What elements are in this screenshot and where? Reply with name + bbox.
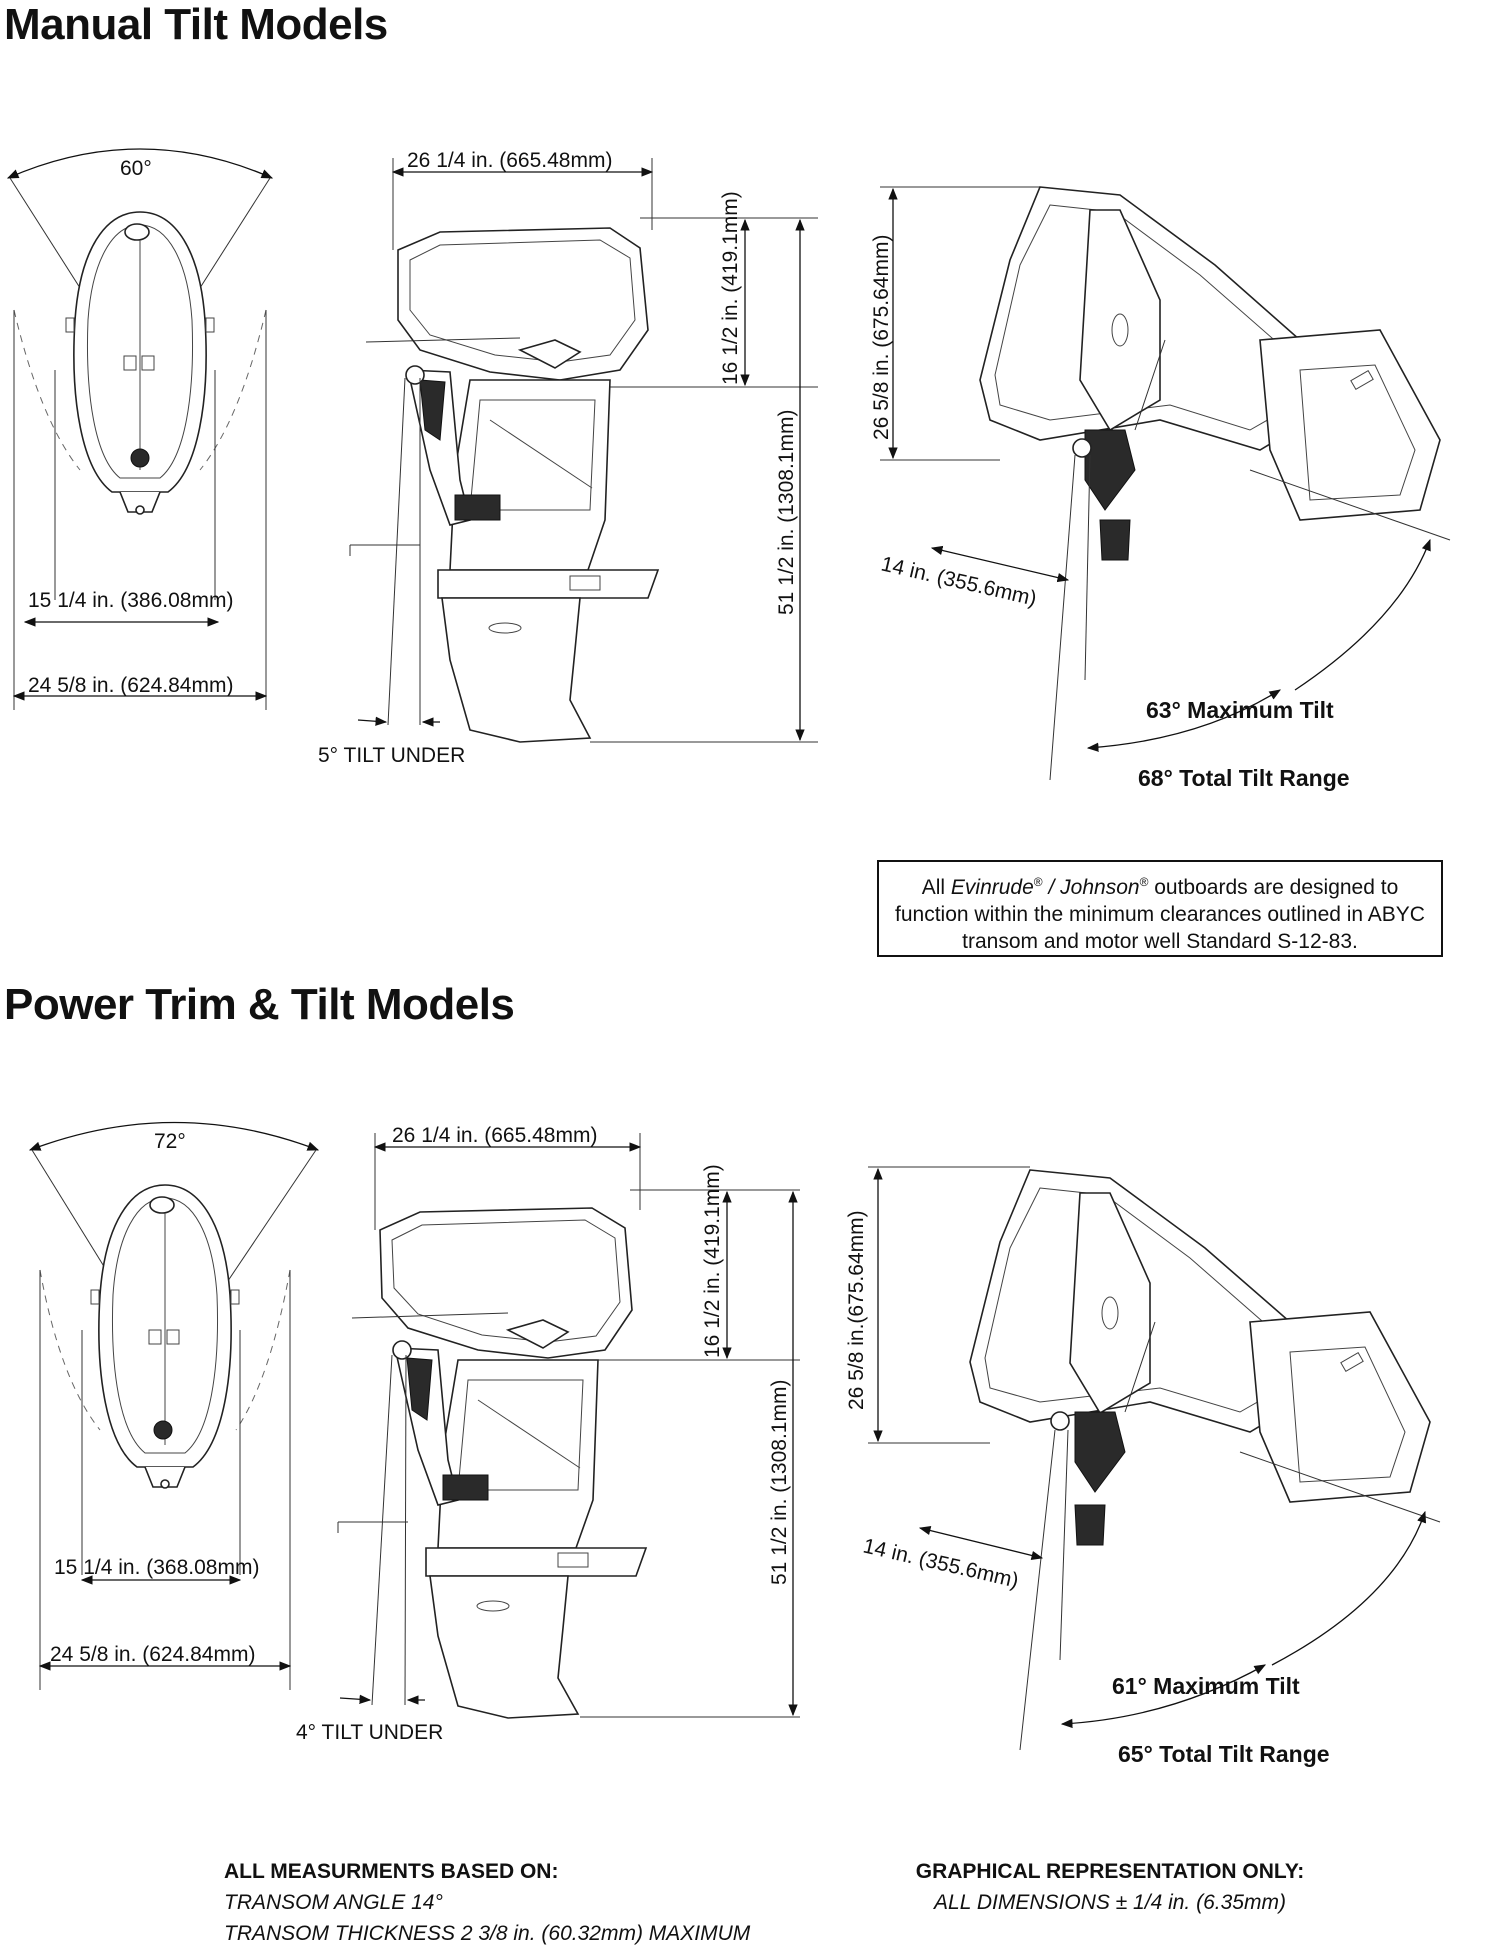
top-view-motor-power <box>28 1121 320 1690</box>
side-view-motor-power <box>337 1133 800 1719</box>
tilted-view-motor-manual <box>880 186 1451 781</box>
steer-angle-label-manual: 60° <box>120 157 152 180</box>
length-label-manual: 26 1/4 in. (665.48mm) <box>407 149 612 172</box>
tilted-offset-label-power: 14 in. (355.6mm) <box>861 1534 1021 1592</box>
measurement-basis-heading: ALL MEASURMENTS BASED ON: <box>224 1860 559 1883</box>
total-tilt-label-manual: 68° Total Tilt Range <box>1138 765 1350 791</box>
abyc-notice-box: All Evinrude® / Johnson® outboards are d… <box>877 860 1443 957</box>
manual-tilt-diagrams: 60° 15 1/4 in. (386.08mm) 24 5/8 in. (62… <box>6 148 1451 791</box>
height-total-label-power: 51 1/2 in. (1308.1mm) <box>768 1380 791 1585</box>
width-outer-label-manual: 24 5/8 in. (624.84mm) <box>28 674 233 697</box>
transom-thickness-note: TRANSOM THICKNESS 2 3/8 in. (60.32mm) MA… <box>224 1922 751 1945</box>
notice-text-end: outboards are designed to function withi… <box>895 876 1425 953</box>
top-view-motor-manual <box>6 148 274 710</box>
tilt-under-label-manual: 5° TILT UNDER <box>318 744 465 767</box>
power-trim-tilt-diagrams: 72° 15 1/4 in. (368.08mm) 24 5/8 in. (62… <box>28 1121 1441 1767</box>
notice-registered-mark-2: ® <box>1139 875 1149 889</box>
steer-angle-label-power: 72° <box>154 1130 186 1153</box>
length-label-power: 26 1/4 in. (665.48mm) <box>392 1124 597 1147</box>
dimension-tolerance-note: ALL DIMENSIONS ± 1/4 in. (6.35mm) <box>934 1891 1286 1914</box>
tilted-height-label-manual: 26 5/8 in. (675.64mm) <box>870 235 893 440</box>
notice-brand-johnson: Johnson <box>1060 876 1140 899</box>
total-tilt-label-power: 65° Total Tilt Range <box>1118 1741 1330 1767</box>
graphical-representation-heading: GRAPHICAL REPRESENTATION ONLY: <box>915 1860 1305 1883</box>
tilted-height-label-power: 26 5/8 in.(675.64mm) <box>845 1210 868 1410</box>
side-view-motor-manual <box>349 158 818 743</box>
tilted-view-motor-power <box>868 1166 1441 1751</box>
tilt-under-label-power: 4° TILT UNDER <box>296 1721 443 1744</box>
notice-registered-mark-1: ® <box>1033 875 1043 889</box>
height-total-label-manual: 51 1/2 in. (1308.1mm) <box>775 410 798 615</box>
width-outer-label-power: 24 5/8 in. (624.84mm) <box>50 1643 255 1666</box>
max-tilt-label-power: 61° Maximum Tilt <box>1112 1673 1300 1699</box>
width-inner-label-manual: 15 1/4 in. (386.08mm) <box>28 589 233 612</box>
width-inner-label-power: 15 1/4 in. (368.08mm) <box>54 1556 259 1579</box>
transom-angle-note: TRANSOM ANGLE 14° <box>224 1891 443 1914</box>
section-title-manual: Manual Tilt Models <box>4 0 388 49</box>
notice-separator: / <box>1042 876 1061 899</box>
tilted-offset-label-manual: 14 in. (355.6mm) <box>879 552 1039 610</box>
notice-text-start: All <box>921 876 951 899</box>
measurement-basis-notes: ALL MEASURMENTS BASED ON: TRANSOM ANGLE … <box>224 1856 750 1949</box>
height-upper-label-manual: 16 1/2 in. (419.1mm) <box>719 191 742 385</box>
notice-brand-evinrude: Evinrude <box>950 876 1034 899</box>
max-tilt-label-manual: 63° Maximum Tilt <box>1146 697 1334 723</box>
section-title-power: Power Trim & Tilt Models <box>4 980 515 1029</box>
height-upper-label-power: 16 1/2 in. (419.1mm) <box>701 1164 724 1358</box>
graphical-representation-notes: GRAPHICAL REPRESENTATION ONLY: ALL DIMEN… <box>880 1856 1340 1918</box>
